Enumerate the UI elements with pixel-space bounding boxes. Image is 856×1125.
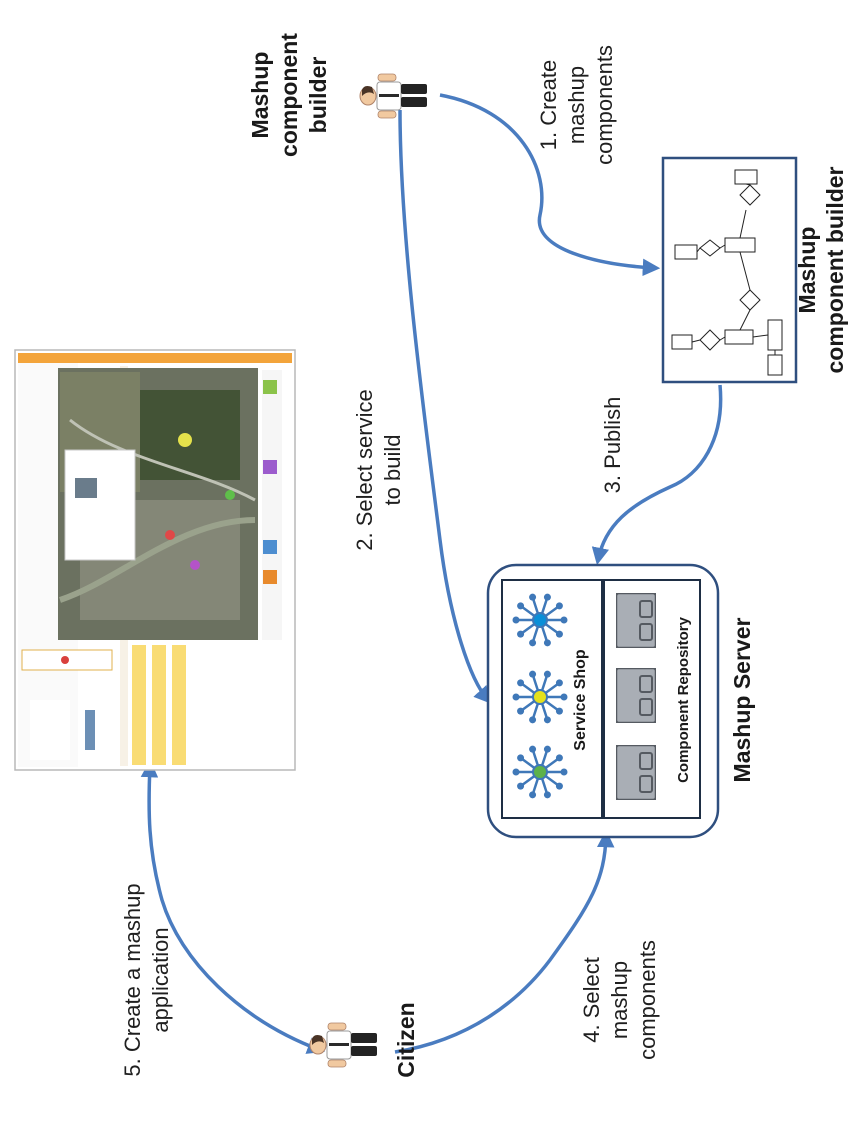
builder-actor-label: Mashup component builder (247, 33, 331, 157)
arrow-step-5 (140, 759, 325, 1054)
service-node-icon (512, 670, 568, 724)
svg-text:component: component (276, 33, 302, 157)
repository-block (616, 745, 656, 800)
repository-block (616, 668, 656, 723)
arrow-step-4 (394, 829, 615, 1054)
person-icon (309, 1022, 378, 1068)
svg-text:2. Select service: 2. Select service (352, 389, 377, 550)
arrows (140, 93, 723, 1054)
mashup-server: Service Shop Component Repository Mashup… (486, 563, 755, 839)
svg-text:Mashup: Mashup (794, 227, 820, 314)
service-node-icon (512, 745, 568, 799)
arrow-step-3 (591, 384, 723, 566)
arrow-step-1 (439, 93, 661, 277)
service-shop-label: Service Shop (572, 649, 589, 751)
repository-block (616, 593, 656, 648)
arrow-step-2 (398, 109, 492, 704)
citizen-label: Citizen (393, 1002, 419, 1077)
step-5-label: 5. Create a mashup application (120, 883, 173, 1076)
repository-blocks (616, 593, 656, 800)
step-2-label: 2. Select service to build (352, 389, 405, 550)
svg-text:components: components (592, 45, 617, 165)
svg-text:mashup: mashup (564, 66, 589, 144)
svg-text:mashup: mashup (607, 961, 632, 1039)
service-nodes (512, 593, 568, 799)
svg-text:components: components (635, 940, 660, 1060)
step-1-label: 1. Create mashup components (536, 45, 617, 165)
person-icon (359, 73, 428, 119)
service-node-icon (512, 593, 568, 647)
svg-text:builder: builder (305, 57, 331, 134)
svg-text:component builder: component builder (822, 166, 848, 373)
component-builder-tool (661, 156, 798, 384)
builder-tool-label: Mashup component builder (794, 166, 848, 373)
svg-text:5. Create a mashup: 5. Create a mashup (120, 883, 145, 1076)
svg-text:application: application (148, 927, 173, 1032)
step-4-label: 4. Select mashup components (579, 940, 660, 1060)
svg-text:Mashup: Mashup (247, 52, 273, 139)
mashup-app-screenshot (14, 349, 296, 771)
svg-text:1. Create: 1. Create (536, 60, 561, 151)
svg-text:4. Select: 4. Select (579, 957, 604, 1043)
citizen-actor (309, 1022, 378, 1068)
component-repository-label: Component Repository (675, 616, 692, 782)
svg-text:to build: to build (380, 435, 405, 506)
builder-actor (359, 73, 428, 119)
step-3-label: 3. Publish (600, 397, 625, 494)
mashup-server-title: Mashup Server (729, 618, 755, 783)
svg-text:3. Publish: 3. Publish (600, 397, 625, 494)
